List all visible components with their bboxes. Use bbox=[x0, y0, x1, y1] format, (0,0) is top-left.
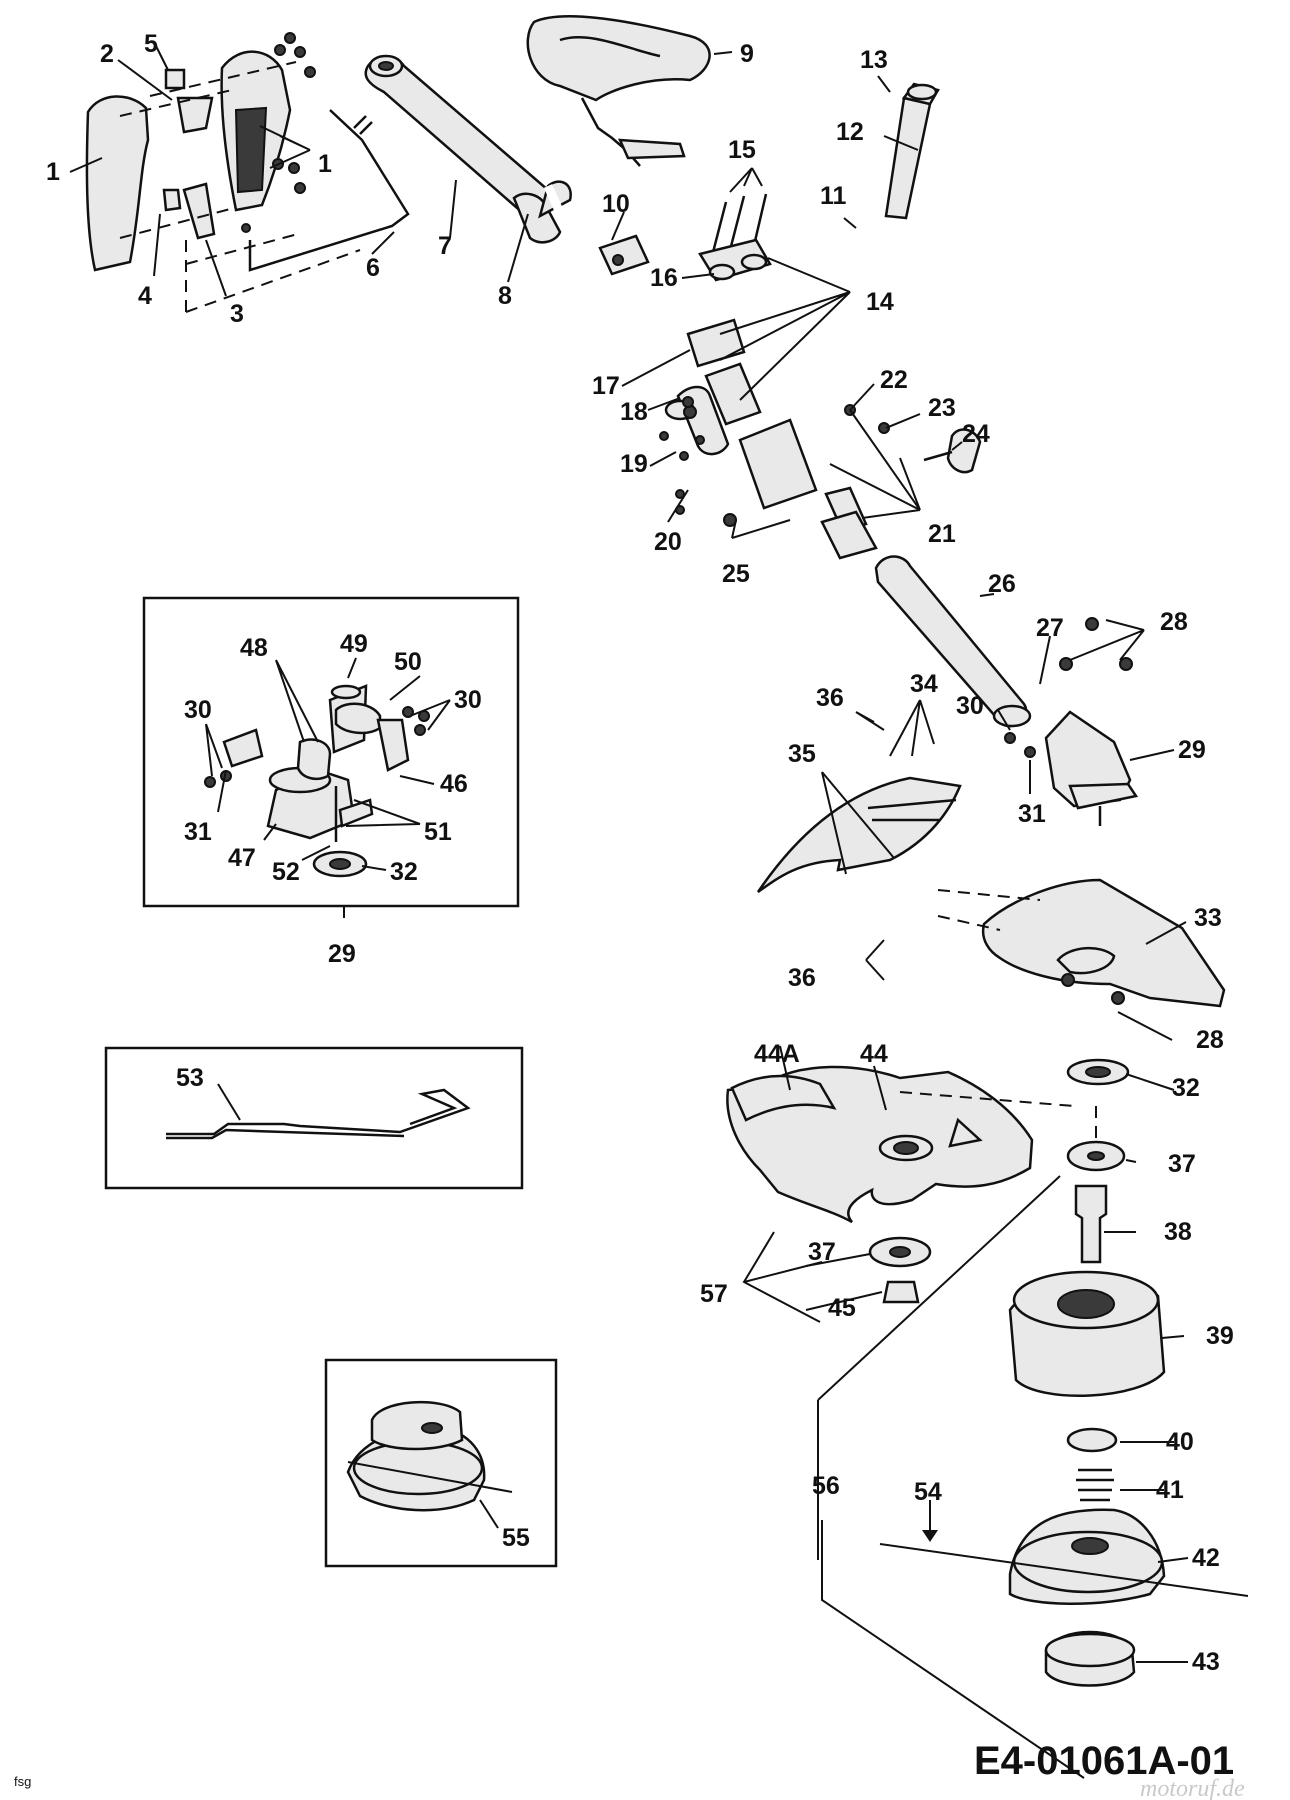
callout-37-left: 37 bbox=[808, 1238, 836, 1266]
callout-11: 11 bbox=[820, 182, 847, 210]
callout-26: 26 bbox=[988, 570, 1016, 598]
callout-49: 49 bbox=[340, 630, 368, 658]
callout-39: 39 bbox=[1206, 1322, 1234, 1350]
handlebar-assembly bbox=[526, 15, 940, 343]
callout-44a: 44A bbox=[754, 1040, 800, 1068]
callout-19: 19 bbox=[620, 450, 648, 478]
callout-44: 44 bbox=[860, 1040, 888, 1068]
callout-30-inset-left: 30 bbox=[184, 696, 212, 724]
callout-2: 2 bbox=[100, 40, 114, 68]
callout-20: 20 bbox=[654, 528, 682, 556]
callout-30-inset-right: 30 bbox=[454, 686, 482, 714]
callout-24: 24 bbox=[962, 420, 990, 448]
grass-guard bbox=[756, 776, 1226, 1008]
callout-23: 23 bbox=[928, 394, 956, 422]
trimmer-head-inset bbox=[324, 1358, 558, 1568]
spanner-inset bbox=[104, 1046, 524, 1190]
callout-55: 55 bbox=[502, 1524, 530, 1552]
callout-36-top: 36 bbox=[816, 684, 844, 712]
callout-6: 6 bbox=[366, 254, 380, 282]
callout-28-bottom: 28 bbox=[1196, 1026, 1224, 1054]
callout-51: 51 bbox=[424, 818, 452, 846]
callout-4: 4 bbox=[138, 282, 152, 310]
callout-1-left: 1 bbox=[46, 158, 60, 186]
drawing-code: E4-01061A-01 bbox=[974, 1739, 1234, 1783]
callout-40: 40 bbox=[1166, 1428, 1194, 1456]
callout-28-top: 28 bbox=[1160, 608, 1188, 636]
callout-47: 47 bbox=[228, 844, 256, 872]
callout-53: 53 bbox=[176, 1064, 204, 1092]
watermark: motoruf.de bbox=[1140, 1776, 1245, 1800]
callout-43: 43 bbox=[1192, 1648, 1220, 1676]
callout-36-bottom: 36 bbox=[788, 964, 816, 992]
callout-56: 56 bbox=[812, 1472, 840, 1500]
head-component-stack bbox=[868, 1058, 1166, 1687]
callout-34: 34 bbox=[910, 670, 938, 698]
callout-29-inset: 29 bbox=[328, 940, 356, 968]
callout-8: 8 bbox=[498, 282, 512, 310]
lower-shaft-and-gearhead bbox=[874, 555, 1139, 826]
callout-50: 50 bbox=[394, 648, 422, 676]
callout-3: 3 bbox=[230, 300, 244, 328]
callout-7: 7 bbox=[438, 232, 452, 260]
callout-27: 27 bbox=[1036, 614, 1064, 642]
upper-shaft-housing bbox=[364, 54, 572, 244]
callout-46: 46 bbox=[440, 770, 468, 798]
callout-57: 57 bbox=[700, 1280, 728, 1308]
callout-31-inset: 31 bbox=[184, 818, 212, 846]
callout-32-stack: 32 bbox=[1172, 1074, 1200, 1102]
callout-numbers: 1 1 2 3 4 5 6 7 8 9 10 11 12 13 14 15 16… bbox=[46, 30, 1234, 1676]
callout-37-right: 37 bbox=[1168, 1150, 1196, 1178]
callout-54: 54 bbox=[914, 1478, 942, 1506]
callout-12: 12 bbox=[836, 118, 864, 146]
callout-leaders bbox=[69, 45, 1189, 1663]
callout-25: 25 bbox=[722, 560, 750, 588]
callout-17: 17 bbox=[592, 372, 620, 400]
callout-5: 5 bbox=[144, 30, 158, 58]
callout-41: 41 bbox=[1156, 1476, 1184, 1504]
arrow-down-icon bbox=[922, 1510, 938, 1542]
callout-10: 10 bbox=[602, 190, 630, 218]
callout-29-head: 29 bbox=[1178, 736, 1206, 764]
callout-1-right: 1 bbox=[318, 150, 332, 178]
cutting-blade bbox=[726, 1065, 1034, 1224]
throttle-handle-assembly bbox=[85, 32, 410, 313]
callout-48: 48 bbox=[240, 634, 268, 662]
callout-14: 14 bbox=[866, 288, 894, 316]
assembly-leader-lines bbox=[742, 1175, 1249, 1779]
corner-mark: fsg bbox=[14, 1774, 31, 1789]
callout-16: 16 bbox=[650, 264, 678, 292]
callout-15: 15 bbox=[728, 136, 756, 164]
callout-38: 38 bbox=[1164, 1218, 1192, 1246]
callout-13: 13 bbox=[860, 46, 888, 74]
callout-45: 45 bbox=[828, 1294, 856, 1322]
callout-31-head: 31 bbox=[1018, 800, 1046, 828]
callout-52: 52 bbox=[272, 858, 300, 886]
callout-22: 22 bbox=[880, 366, 908, 394]
callout-33: 33 bbox=[1194, 904, 1222, 932]
callout-35: 35 bbox=[788, 740, 816, 768]
handle-clamp-assembly bbox=[598, 193, 982, 560]
callout-18: 18 bbox=[620, 398, 648, 426]
gearhead-inset bbox=[142, 596, 520, 918]
callout-9: 9 bbox=[740, 40, 754, 68]
callout-30-head: 30 bbox=[956, 692, 984, 720]
callout-21: 21 bbox=[928, 520, 956, 548]
callout-32-inset: 32 bbox=[390, 858, 418, 886]
callout-42: 42 bbox=[1192, 1544, 1220, 1572]
